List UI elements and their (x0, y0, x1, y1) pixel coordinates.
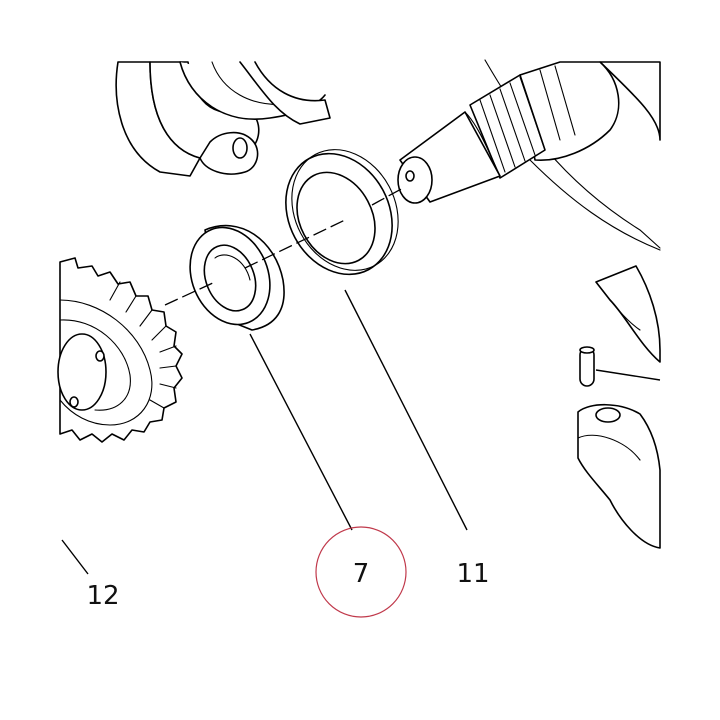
bearing-bracket (115, 61, 331, 177)
assembly-axis (164, 187, 404, 306)
spur-gear (57, 257, 183, 443)
connecting-rod-cap (577, 403, 661, 549)
bushing-sleeve (189, 224, 285, 331)
leader-line-12 (61, 539, 89, 575)
callout-12: 12 (86, 581, 119, 611)
callout-7: 7 (353, 559, 370, 589)
highlight-circle (315, 526, 407, 618)
dowel-pin (579, 346, 661, 387)
callout-11: 11 (456, 559, 489, 589)
leader-line-7 (249, 333, 353, 531)
splined-shaft (397, 59, 661, 251)
leader-line-11 (344, 289, 468, 531)
leader-lines (61, 289, 468, 575)
thrust-washer (285, 149, 399, 276)
bearing-shell (595, 265, 661, 363)
